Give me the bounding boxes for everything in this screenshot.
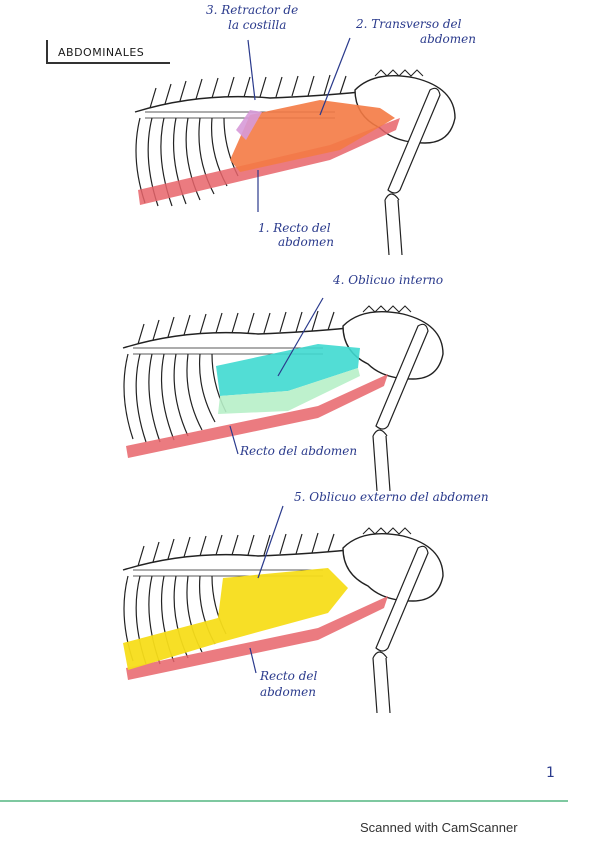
oblicuo-interno-muscle xyxy=(216,344,360,396)
transverso-abdomen-muscle xyxy=(230,100,395,172)
oblicuo-externo-muscle xyxy=(123,568,348,670)
label-oblicuo-interno: 4. Oblicuo interno xyxy=(332,273,443,287)
scanner-watermark: Scanned with CamScanner xyxy=(360,820,518,835)
label-recto-3a: Recto del xyxy=(259,669,318,683)
panel-1: 3. Retractor de la costilla 2. Transvers… xyxy=(134,3,476,256)
panel-2: 4. Oblicuo interno Recto del abdomen xyxy=(122,273,444,492)
label-retractor-1: 3. Retractor de xyxy=(206,3,298,17)
label-transverso-2: abdomen xyxy=(420,32,476,46)
label-recto-3b: abdomen xyxy=(260,685,316,699)
scanner-footer: Scanned with CamScanner xyxy=(0,800,599,848)
oblicuo-interno-lower xyxy=(218,368,360,414)
page-number: 1 xyxy=(546,765,555,781)
label-retractor-2: la costilla xyxy=(228,18,286,32)
recto-abdomen-muscle-2 xyxy=(126,374,388,458)
panel-3: 5. Oblicuo externo del abdomen Recto del… xyxy=(122,490,489,714)
label-transverso-1: 2. Transverso del xyxy=(355,17,462,31)
page-title: ABDOMINALES xyxy=(46,40,170,64)
recto-abdomen-muscle-3 xyxy=(126,596,388,680)
label-recto-2: Recto del abdomen xyxy=(239,444,357,458)
scan-divider xyxy=(0,800,568,802)
label-recto-1a: 1. Recto del xyxy=(258,221,331,235)
label-oblicuo-externo: 5. Oblicuo externo del abdomen xyxy=(294,490,489,504)
label-recto-1b: abdomen xyxy=(278,235,334,249)
retractor-costilla-muscle xyxy=(236,110,262,140)
